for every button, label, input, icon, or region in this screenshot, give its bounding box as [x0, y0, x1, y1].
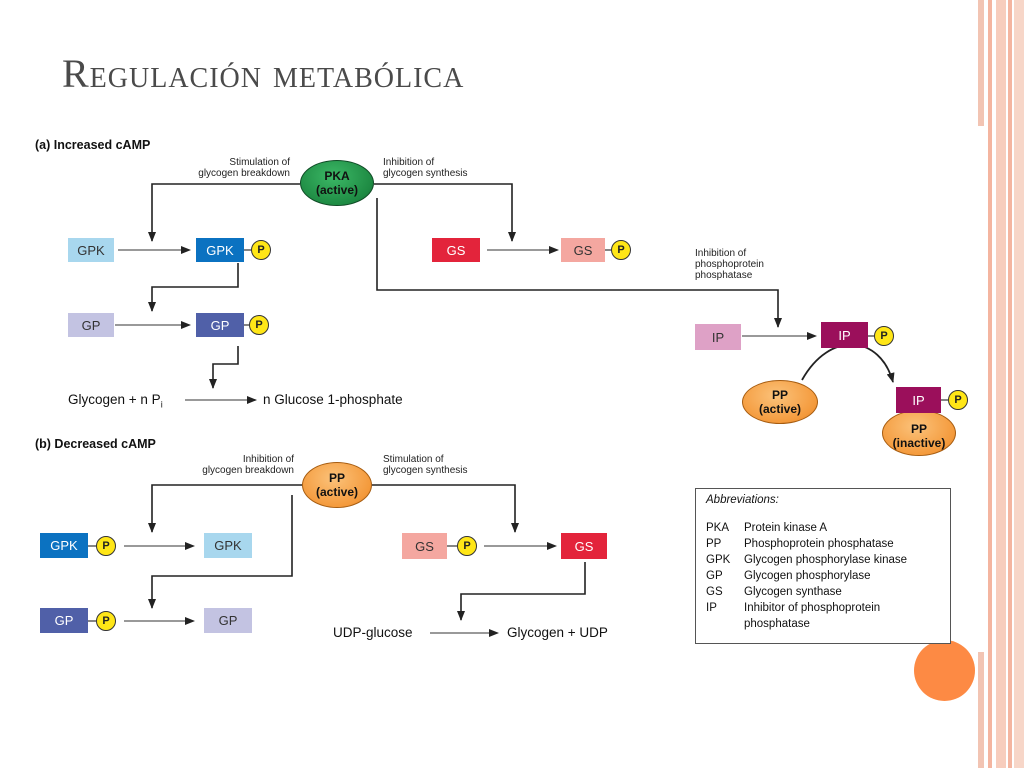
ip-phosphorylated-box: IP	[821, 322, 868, 348]
abbreviations-heading: Abbreviations:	[706, 494, 779, 506]
equation-glucose-right: n Glucose 1-phosphate	[263, 392, 403, 407]
decorative-border-stripe	[1008, 0, 1012, 768]
panel-a-heading: (a) Increased cAMP	[35, 138, 151, 152]
pp-label: PP	[328, 471, 345, 485]
decorative-border-stripe	[988, 0, 992, 768]
phosphate-badge: P	[96, 536, 116, 556]
gpk-unphosphorylated-box: GPK	[68, 238, 114, 262]
pka-active-node: PKA (active)	[300, 160, 374, 206]
decorative-border-stripe	[1014, 0, 1024, 768]
pp-state: (active)	[758, 402, 802, 416]
gp-phosphorylated-box: GP	[196, 313, 244, 337]
phosphate-badge: P	[249, 315, 269, 335]
phosphate-badge: P	[457, 536, 477, 556]
pp-state: (active)	[315, 485, 359, 499]
phosphate-badge: P	[96, 611, 116, 631]
pp-active-node-b: PP (active)	[302, 462, 372, 508]
equation-udp-glucose: UDP-glucose	[333, 625, 413, 640]
gs-phosphorylated-box-b: GS	[402, 533, 447, 559]
gs-unphosphorylated-box: GS	[432, 238, 480, 262]
phosphate-badge: P	[874, 326, 894, 346]
decorative-border-stripe	[978, 0, 984, 126]
equation-glycogen-left: Glycogen + n Pi	[68, 392, 163, 410]
ip-unphosphorylated-box: IP	[695, 324, 741, 350]
phosphate-badge: P	[948, 390, 968, 410]
decorative-border-stripe	[978, 652, 984, 768]
decorative-border-stripe	[996, 0, 1006, 768]
pp-inactive-node: PP (inactive)	[882, 410, 956, 456]
gs-phosphorylated-box: GS	[561, 238, 605, 262]
legend-row: phosphatase	[744, 618, 810, 630]
pp-label: PP	[910, 422, 927, 436]
pp-label: PP	[771, 388, 788, 402]
ip-bound-box: IP	[896, 387, 941, 413]
pka-label: PKA	[324, 169, 350, 183]
panel-b-heading: (b) Decreased cAMP	[35, 437, 156, 451]
gp-phosphorylated-box-b: GP	[40, 608, 88, 633]
phosphate-badge: P	[611, 240, 631, 260]
pka-state: (active)	[315, 183, 359, 197]
gp-unphosphorylated-box: GP	[68, 313, 114, 337]
gpk-phosphorylated-box-b: GPK	[40, 533, 88, 558]
gs-unphosphorylated-box-b: GS	[561, 533, 607, 559]
decorative-circle	[914, 640, 975, 701]
phosphate-badge: P	[251, 240, 271, 260]
pp-active-node: PP (active)	[742, 380, 818, 424]
pp-state: (inactive)	[892, 436, 946, 450]
gp-unphosphorylated-box-b: GP	[204, 608, 252, 633]
equation-glycogen-udp: Glycogen + UDP	[507, 625, 608, 640]
gpk-phosphorylated-box: GPK	[196, 238, 244, 262]
gpk-unphosphorylated-box-b: GPK	[204, 533, 252, 558]
slide-title: Regulación metabólica	[62, 51, 465, 96]
